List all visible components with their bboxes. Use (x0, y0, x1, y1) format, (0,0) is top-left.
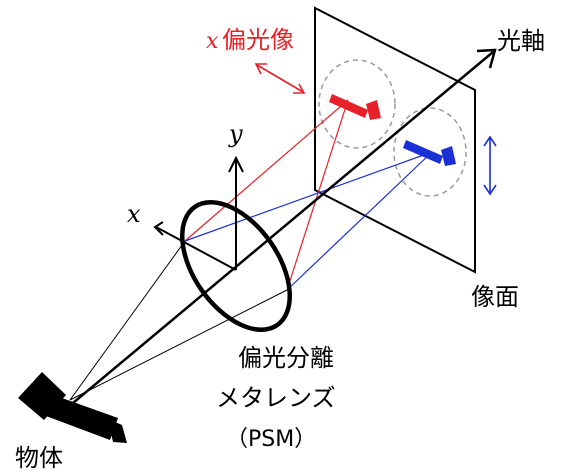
red-spot-circle (318, 59, 396, 149)
x-axis-line (155, 226, 237, 271)
image-plane-label: 像面 (471, 283, 519, 311)
optical-axis (54, 51, 494, 419)
red-arrowhead-start (254, 63, 267, 75)
x-axis-label: x (127, 200, 141, 228)
object-label: 物体 (15, 444, 63, 472)
x-polar-label-prefix: x (206, 29, 219, 54)
metalens (179, 200, 293, 332)
object-icon (18, 372, 127, 443)
metalens-label-line2: メタレンズ (216, 384, 336, 412)
blue-arrowhead-start (483, 135, 497, 147)
metalens-label-line3: （PSM） (226, 427, 316, 452)
red-image-icon (329, 94, 381, 120)
x-axis-arrowhead (153, 221, 164, 236)
blue-ray-1 (184, 151, 433, 242)
blue-arrowhead-end (483, 184, 497, 196)
red-polarisation-arrow (256, 64, 304, 93)
x-polar-label: 偏光像 (222, 26, 294, 54)
y-axis-arrowhead (228, 155, 244, 173)
object-ray-upper (69, 240, 186, 401)
blue-image-icon (403, 140, 456, 166)
red-ray-2 (286, 99, 349, 291)
object-ray-lower (69, 289, 288, 401)
optical-axis-arrowhead (476, 48, 497, 69)
blue-spot-circle (393, 107, 467, 197)
blue-ray-2 (286, 151, 433, 291)
y-axis-label: y (228, 120, 243, 148)
red-arrowhead-end (293, 83, 306, 94)
metalens-label-line1: 偏光分離 (238, 344, 334, 372)
optical-axis-label: 光軸 (497, 27, 545, 55)
red-ray-1 (184, 99, 349, 242)
